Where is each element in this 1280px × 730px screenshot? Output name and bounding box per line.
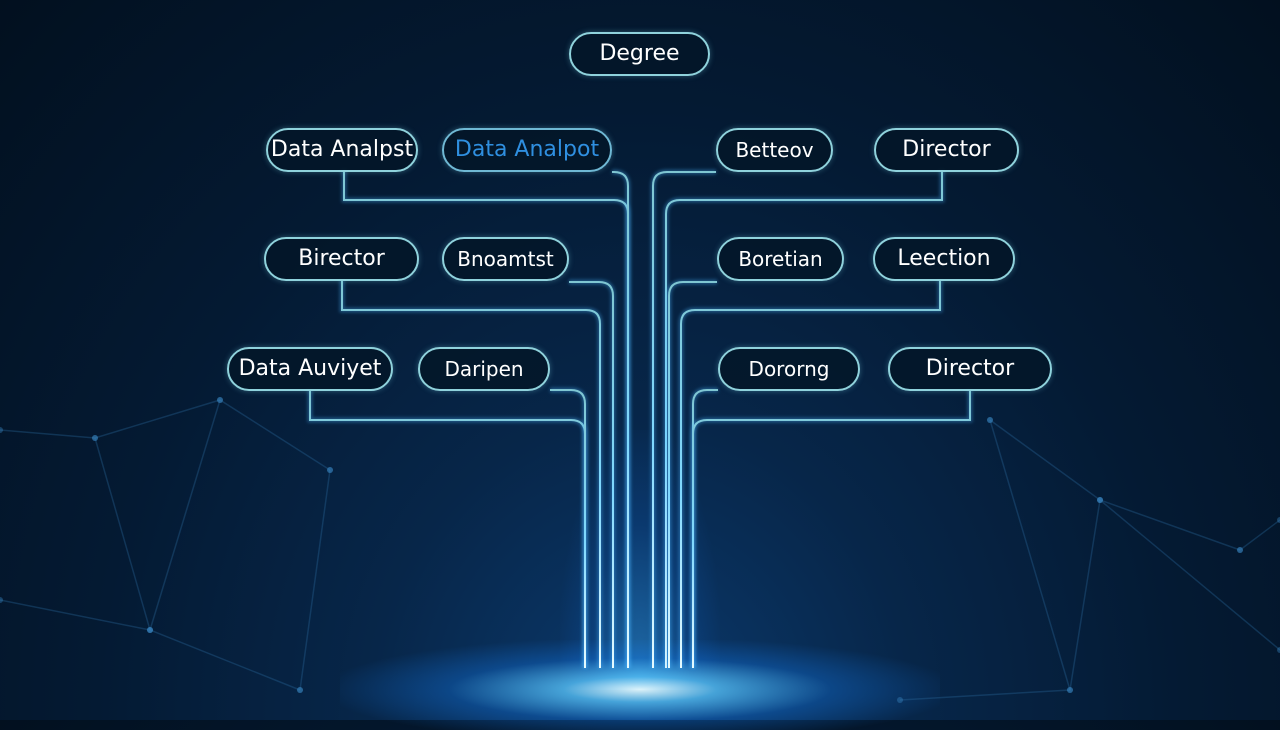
connector-r2r2 — [680, 280, 941, 668]
background-network-line — [94, 437, 301, 691]
background-network-node — [147, 627, 153, 633]
background-network-node — [217, 397, 223, 403]
background-network-node — [0, 597, 3, 603]
background-network-node — [297, 687, 303, 693]
node-row1-left-inner[interactable]: Data Analpot — [442, 128, 612, 172]
background-network-node — [1097, 497, 1103, 503]
connector-r2r2-glow — [678, 280, 943, 668]
background-network-node — [1277, 647, 1280, 653]
background-network-node — [217, 397, 223, 403]
node-row2-left-inner[interactable]: Bnoamtst — [442, 237, 569, 281]
connector-r3l1 — [309, 390, 586, 668]
connector-r2l1 — [341, 280, 601, 668]
connector-r2l2-glow — [569, 279, 616, 668]
background-network-node — [1097, 497, 1103, 503]
connector-r3r2 — [692, 390, 971, 668]
connector-r2r1 — [668, 281, 717, 668]
background-network-line — [989, 419, 1071, 691]
connector-r2l2 — [569, 281, 614, 668]
connector-r3l2 — [550, 389, 586, 668]
connector-r3r1-glow — [690, 387, 718, 668]
node-row2-right-inner[interactable]: Boretian — [717, 237, 844, 281]
background-network-node — [327, 467, 333, 473]
background-network-node — [92, 435, 98, 441]
background-network-node — [1237, 547, 1243, 553]
background-network-line — [149, 399, 221, 631]
connector-r3r1 — [692, 389, 718, 668]
background-network-node — [147, 627, 153, 633]
background-network-node — [92, 435, 98, 441]
connector-r3r2-glow — [690, 390, 973, 668]
background-network-node — [1067, 687, 1073, 693]
node-row3-left-outer[interactable]: Data Auviyet — [227, 347, 393, 391]
connector-r1r2 — [665, 170, 943, 668]
node-row1-left-outer[interactable]: Data Analpst — [266, 128, 418, 172]
background-network-node — [897, 697, 903, 703]
node-row1-right-inner[interactable]: Betteov — [716, 128, 833, 172]
background-network-node — [297, 687, 303, 693]
node-row1-right-outer[interactable]: Director — [874, 128, 1019, 172]
connector-r1l2 — [612, 171, 629, 668]
connector-r3l1-glow — [307, 390, 588, 668]
connector-r1r1 — [652, 171, 716, 668]
background-network-node — [327, 467, 333, 473]
node-row2-right-outer[interactable]: Leection — [873, 237, 1015, 281]
background-network-line — [899, 499, 1101, 701]
background-network-line — [1099, 499, 1280, 651]
background-network-line — [989, 419, 1241, 551]
node-root-degree[interactable]: Degree — [569, 32, 710, 76]
connector-r2l1-glow — [339, 280, 603, 668]
background-network-line — [0, 399, 331, 471]
background-network-node — [987, 417, 993, 423]
node-row3-right-outer[interactable]: Director — [888, 347, 1052, 391]
node-row3-right-inner[interactable]: Dororng — [718, 347, 860, 391]
background-network-node — [1067, 687, 1073, 693]
background-network-node — [147, 627, 153, 633]
node-row3-left-inner[interactable]: Daripen — [418, 347, 550, 391]
background-network-node — [1277, 517, 1280, 523]
background-network-line — [1239, 519, 1280, 551]
node-row2-left-outer[interactable]: Birector — [264, 237, 419, 281]
background-network-line — [0, 599, 151, 631]
background-network-node — [987, 417, 993, 423]
connector-r3l2-glow — [550, 387, 588, 668]
background-network-line — [299, 469, 331, 691]
background-network-node — [1237, 547, 1243, 553]
background-network-node — [1097, 497, 1103, 503]
background-network-node — [0, 427, 3, 433]
